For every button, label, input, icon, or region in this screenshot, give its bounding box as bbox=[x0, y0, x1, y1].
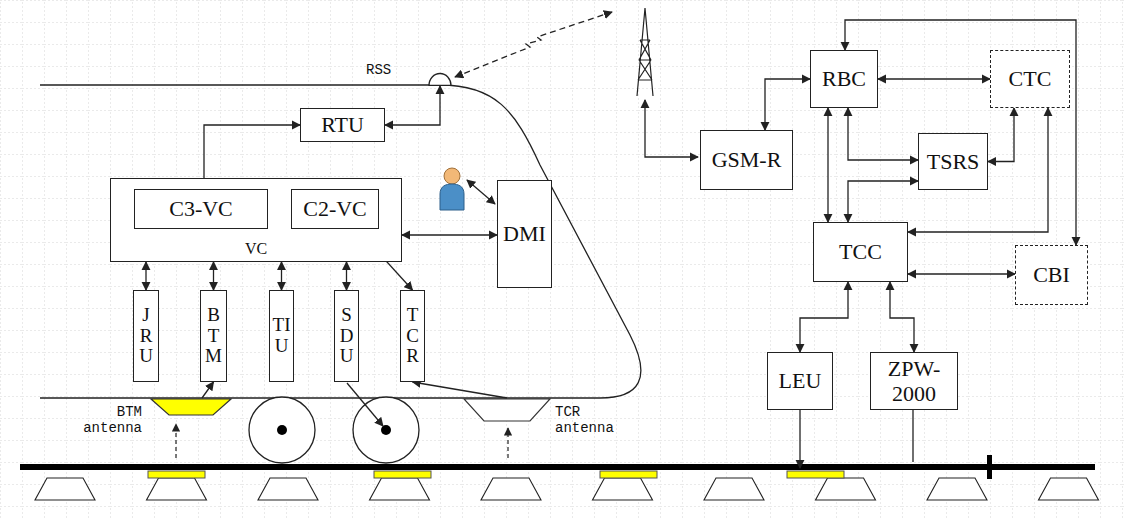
antenna-shape bbox=[150, 398, 232, 416]
display-box: DMI bbox=[497, 180, 552, 288]
radio-link bbox=[455, 12, 612, 77]
connector bbox=[890, 282, 914, 352]
sleeper bbox=[258, 478, 318, 500]
connector bbox=[202, 382, 214, 398]
connector bbox=[878, 78, 990, 79]
rail bbox=[20, 464, 1095, 470]
process-box: RTU bbox=[300, 108, 385, 142]
node-label: VC bbox=[245, 240, 267, 258]
antenna-dome: RSS bbox=[366, 62, 452, 86]
connector bbox=[385, 86, 440, 125]
connector bbox=[765, 79, 810, 130]
node-label: LEU bbox=[779, 368, 822, 394]
node-label: TSRS bbox=[927, 149, 980, 175]
sleeper bbox=[927, 478, 987, 500]
sleeper bbox=[593, 478, 653, 500]
connector bbox=[845, 20, 1076, 245]
node-label: SDU bbox=[337, 305, 356, 368]
node-label: TCC bbox=[839, 239, 882, 265]
connector bbox=[988, 108, 1014, 162]
process-box: C2-VC bbox=[291, 189, 379, 229]
sleeper bbox=[35, 478, 95, 500]
connector bbox=[213, 262, 214, 290]
node-label: C2-VC bbox=[303, 196, 367, 222]
radio-tower bbox=[637, 8, 653, 96]
connector bbox=[848, 108, 918, 160]
dome-shape bbox=[428, 72, 452, 86]
node-label: CBI bbox=[1033, 262, 1070, 288]
unit-box: SDU bbox=[334, 290, 359, 382]
process-box: CBI bbox=[1015, 245, 1088, 305]
balise-antenna: BTM antenna bbox=[66, 398, 232, 444]
node-label: JRU bbox=[137, 305, 156, 368]
connector bbox=[346, 262, 347, 290]
node-label: BTM bbox=[204, 305, 223, 368]
sleeper bbox=[1039, 478, 1099, 500]
antenna-shape bbox=[463, 398, 551, 422]
wheels bbox=[249, 397, 419, 463]
balise-uplink bbox=[175, 424, 176, 458]
unit-box: BTM bbox=[200, 290, 227, 382]
node-label: C3-VC bbox=[169, 196, 233, 222]
vehicle-computer-box: VC C3-VC C2-VC bbox=[110, 178, 402, 262]
tower-cable bbox=[645, 100, 698, 157]
process-box: ZPW- 2000 bbox=[870, 352, 958, 410]
node-label: RBC bbox=[822, 66, 866, 92]
process-box: LEU bbox=[767, 352, 833, 410]
leu-cable bbox=[799, 410, 800, 468]
node-label: TIU bbox=[272, 315, 291, 357]
insulated-joint bbox=[987, 455, 992, 479]
connector bbox=[848, 181, 918, 222]
connector bbox=[413, 382, 508, 398]
connector bbox=[402, 234, 497, 235]
process-box: C3-VC bbox=[134, 189, 268, 229]
node-label: CTC bbox=[1009, 66, 1052, 92]
train-body bbox=[40, 85, 641, 398]
sleeper bbox=[481, 478, 541, 500]
process-box: TCC bbox=[813, 222, 908, 282]
balises bbox=[148, 471, 844, 478]
connector bbox=[827, 108, 828, 222]
unit-box: JRU bbox=[133, 290, 159, 382]
process-box: CTC bbox=[990, 50, 1070, 108]
node-label: TCR bbox=[403, 305, 422, 368]
driver-icon bbox=[440, 168, 464, 210]
sleepers bbox=[35, 478, 1099, 500]
sleeper bbox=[370, 478, 430, 500]
node-label: BTM antenna bbox=[66, 404, 142, 436]
connector bbox=[281, 262, 282, 290]
track-circuit-uplink bbox=[507, 428, 508, 458]
node-label: DMI bbox=[503, 221, 546, 247]
track-antenna: TCR antenna bbox=[463, 398, 613, 444]
unit-box: TIU bbox=[269, 290, 294, 382]
node-label: TCR antenna bbox=[555, 404, 617, 436]
connector bbox=[908, 273, 1015, 274]
track-circuit-cable bbox=[912, 410, 913, 462]
connector bbox=[908, 108, 1048, 232]
process-box: TSRS bbox=[918, 133, 988, 190]
sleeper bbox=[816, 478, 876, 500]
node-label: RSS bbox=[366, 62, 391, 78]
node-label: ZPW- 2000 bbox=[871, 356, 957, 407]
process-box: RBC bbox=[810, 50, 878, 108]
node-label: RTU bbox=[321, 112, 364, 138]
connector bbox=[800, 282, 848, 352]
sleeper bbox=[147, 478, 207, 500]
speed-sensor-line bbox=[347, 383, 383, 426]
unit-box: TCR bbox=[400, 290, 425, 382]
connector bbox=[145, 262, 146, 290]
node-label: GSM-R bbox=[712, 147, 782, 173]
driver-link bbox=[467, 180, 495, 204]
process-box: GSM-R bbox=[700, 130, 793, 190]
sleeper bbox=[704, 478, 764, 500]
